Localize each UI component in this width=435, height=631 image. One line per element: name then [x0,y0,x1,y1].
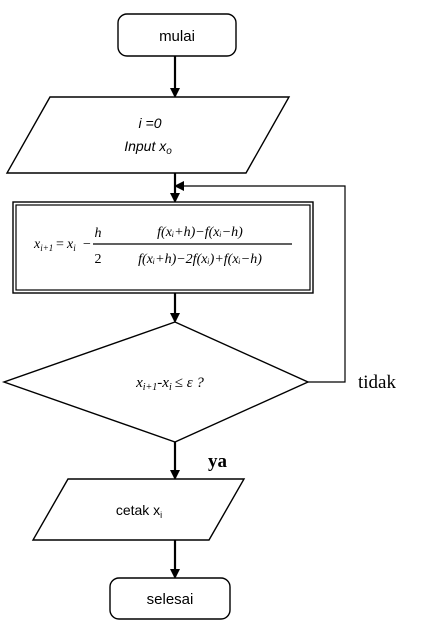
end-terminator: selesai [109,577,231,620]
formula-lhs: xi+1 [33,237,53,253]
formula-two: 2 [95,252,102,267]
print-parallelogram: cetak xi [31,478,246,541]
decision-diamond: xi+1-xi≤ ε ? [1,321,310,443]
init-counter-text: i =0 [139,115,162,131]
yes-branch-label: ya [208,451,228,472]
init-input-subscript: o [166,146,172,157]
print-result-text: cetak xi [116,502,162,520]
init-input-prefix: Input x [124,138,167,154]
formula-xi: xi [66,237,76,253]
formula-numerator: f(xᵢ+h)−f(xᵢ−h) [157,225,243,240]
start-terminator: mulai [117,13,237,57]
decision-condition: xi+1-xi≤ ε ? [135,375,204,393]
loop-back-connector [174,181,346,383]
formula-process-box: xi+1 = xi − h 2 f(xᵢ+h)−f(xᵢ−h) f(xᵢ+h)−… [12,201,314,294]
init-parallelogram: i =0 Input xo [5,96,291,174]
formula-minus: − [83,237,91,252]
update-formula: xi+1 = xi − h 2 f(xᵢ+h)−f(xᵢ−h) f(xᵢ+h)−… [33,225,292,267]
end-label: selesai [147,591,194,608]
formula-h: h [95,226,102,241]
no-branch-label: tidak [358,372,396,393]
start-label: mulai [159,28,195,45]
formula-equals: = [56,237,64,252]
formula-denominator: f(xᵢ+h)−2f(xᵢ)+f(xᵢ−h) [138,252,262,267]
init-input-text: Input xo [124,138,172,157]
